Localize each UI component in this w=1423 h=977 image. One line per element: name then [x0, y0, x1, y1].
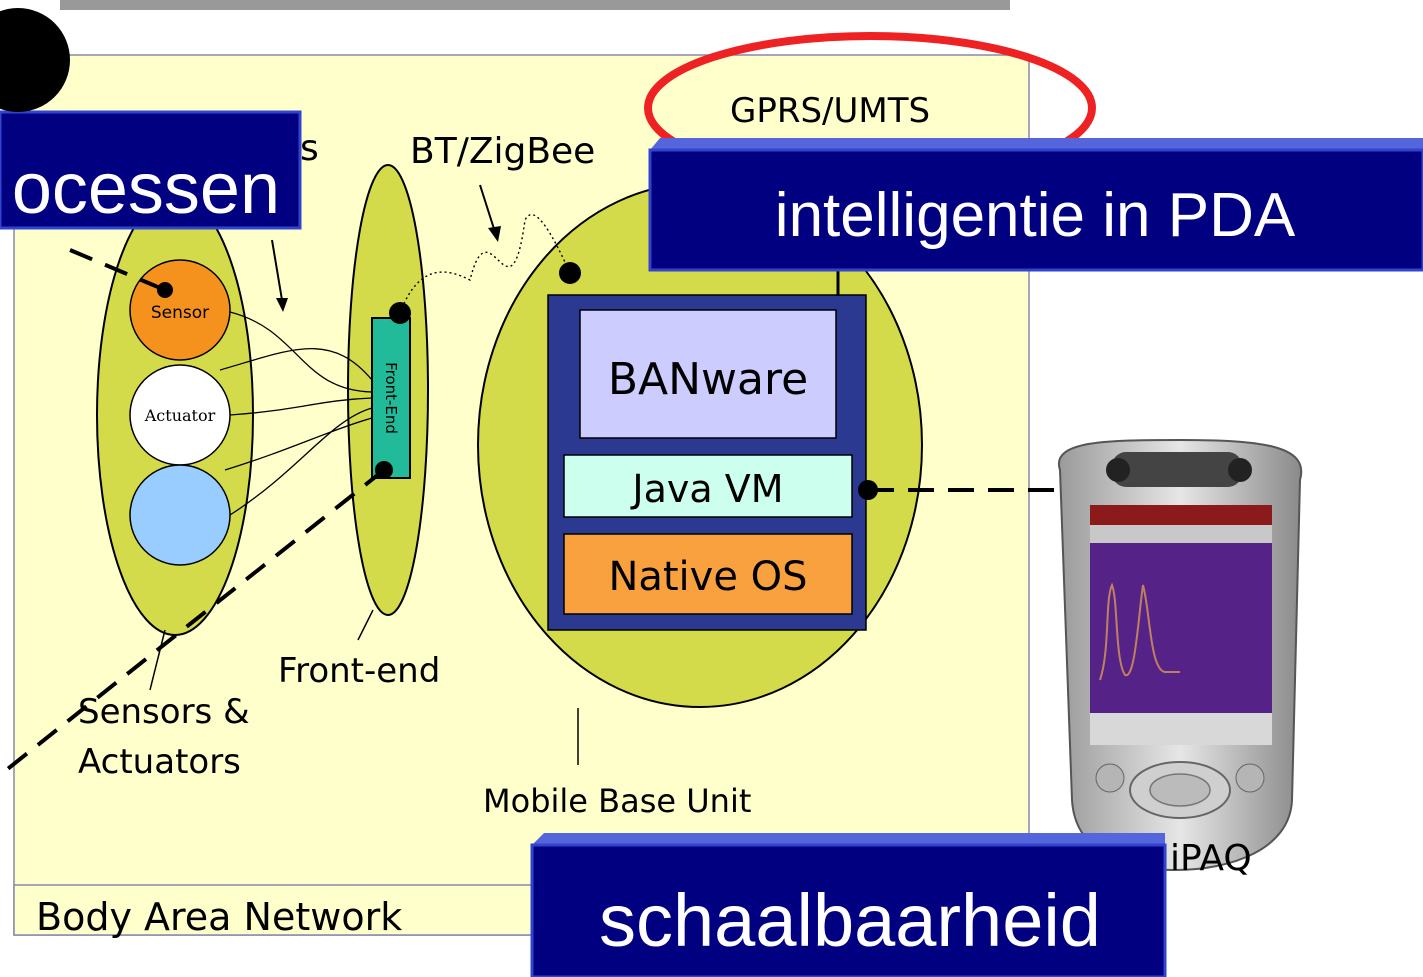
connector-dot-sensor — [157, 282, 173, 298]
blue-node — [129, 464, 231, 566]
front-end-label: Front-end — [278, 651, 440, 691]
processen-dashed-link — [69, 248, 166, 292]
sensors-actuators-label-line1: Sensors & — [78, 692, 250, 732]
partial-s-label: s — [300, 128, 319, 169]
wire-2 — [229, 397, 373, 416]
ipaq-waveform — [1099, 582, 1180, 681]
sensors-actuators-label-line2: Actuators — [78, 742, 241, 782]
wire-3 — [229, 407, 373, 516]
actuator-label: Actuator — [144, 406, 216, 425]
banner-processen: ocessen — [0, 110, 302, 230]
bt-pointer-arrowhead — [488, 226, 501, 242]
sensor-label: Sensor — [151, 303, 209, 323]
wire-1 — [229, 311, 373, 393]
body-area-network-label-box — [13, 884, 535, 936]
title-bar-strip — [60, 0, 1010, 10]
body-area-network-label: Body Area Network — [36, 895, 402, 939]
front-end-label-pointer — [357, 609, 374, 641]
frontend-dashed-link — [0, 468, 386, 777]
banware-layer — [579, 309, 837, 439]
sensors-pointer-arrowhead — [276, 298, 288, 312]
ipaq-screen — [1090, 543, 1272, 713]
bt-wireless-link — [399, 213, 571, 314]
native-os-layer — [563, 533, 853, 615]
wire-5 — [224, 417, 373, 471]
banner-processen-text: ocessen — [12, 149, 280, 229]
connector-dot-mbu — [559, 262, 581, 284]
banner-pda: intelligentie in PDA — [648, 138, 1423, 272]
gprs-umts-label: GPRS/UMTS — [730, 91, 930, 131]
java-vm-layer — [563, 454, 853, 518]
sensors-label-pointer — [149, 629, 166, 691]
number-badge — [0, 8, 70, 112]
ipaq-label: iPAQ — [1170, 838, 1252, 879]
wire-4 — [219, 348, 373, 381]
banner-pda-text: intelligentie in PDA — [775, 181, 1296, 250]
sensors-pointer-arrow — [271, 239, 283, 301]
connector-dot-java-vm — [858, 480, 878, 500]
native-os-label: Native OS — [608, 554, 807, 600]
banware-label: BANware — [608, 354, 808, 405]
java-vm-label: Java VM — [630, 467, 783, 511]
ipaq-device — [1057, 438, 1303, 872]
bt-zigbee-label: BT/ZigBee — [410, 131, 595, 172]
banner-schaal: schaalbaarheid — [530, 833, 1167, 977]
front-end-chip-label: Front-End — [382, 362, 400, 434]
mobile-base-unit-label: Mobile Base Unit — [483, 782, 751, 820]
banner-schaal-text: schaalbaarheid — [599, 879, 1101, 962]
bt-pointer-arrow — [479, 184, 496, 233]
